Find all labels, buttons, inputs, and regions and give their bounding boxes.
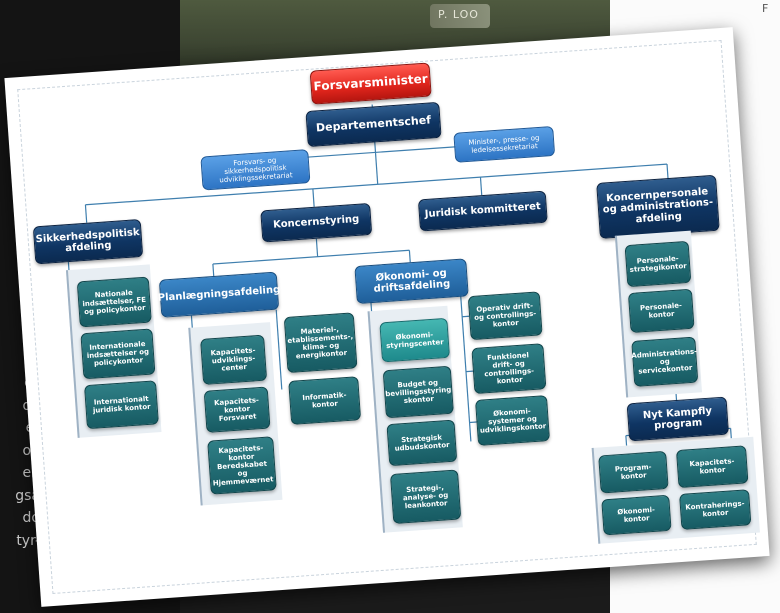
unit-box: Kapacitets-udviklings-center (200, 334, 268, 385)
division-box: Sikkerhedspolitisk afdeling (32, 218, 144, 265)
unit-box: Økonomi-systemer og udviklingskontor (475, 395, 551, 446)
unit-box: Internationale indsættelser og policykon… (80, 328, 156, 380)
division-box: Koncernpersonale og administrations-afde… (596, 174, 720, 239)
unit-box-highlighted: Økonomi-styringscenter (379, 317, 450, 363)
unit-box: Kapacitets-kontor Forsvaret (203, 386, 271, 433)
photo-caption: P. LOO (438, 8, 479, 21)
sub-division-box: Økonomi- og driftsafdeling (354, 258, 469, 305)
unit-box: Kapacitets-kontor Beredskabet og Hjemmev… (207, 436, 277, 495)
unit-box: Strategisk udbudskontor (386, 419, 458, 467)
unit-box: Økonomi-kontor (601, 494, 672, 536)
unit-box: Funktionel drift- og controllings-kontor (471, 343, 547, 395)
unit-box: Program-kontor (598, 450, 669, 494)
unit-box: Administrations- og servicekontor (631, 336, 699, 387)
unit-box: Kapacitets-kontor (675, 445, 749, 489)
unit-box: Nationale indsættelser, FE og policykont… (76, 276, 152, 328)
uniform-badge (430, 4, 490, 28)
unit-box: Personale-strategikontor (624, 240, 692, 288)
unit-box: Informatik-kontor (288, 376, 362, 425)
kampfly-program-box: Nyt Kampfly program (626, 396, 730, 442)
side-text-line: tyr- (16, 532, 40, 549)
unit-box: Budget og bevillingsstyring skontor (382, 365, 454, 419)
unit-box: Internationalt juridisk kontor (84, 380, 159, 430)
unit-box: Personale-kontor (627, 288, 695, 334)
unit-box: Strategi-, analyse- og leankontor (389, 469, 462, 525)
unit-box: Operativ drift- og controllings-kontor (467, 291, 543, 341)
unit-box: Kontraherings-kontor (679, 489, 752, 530)
org-chart-card: Forsvarsminister Departementschef Forsva… (4, 27, 770, 607)
unit-box: Materiel-, etablissements-, klima- og en… (283, 312, 358, 374)
right-margin-text: F (762, 2, 769, 15)
